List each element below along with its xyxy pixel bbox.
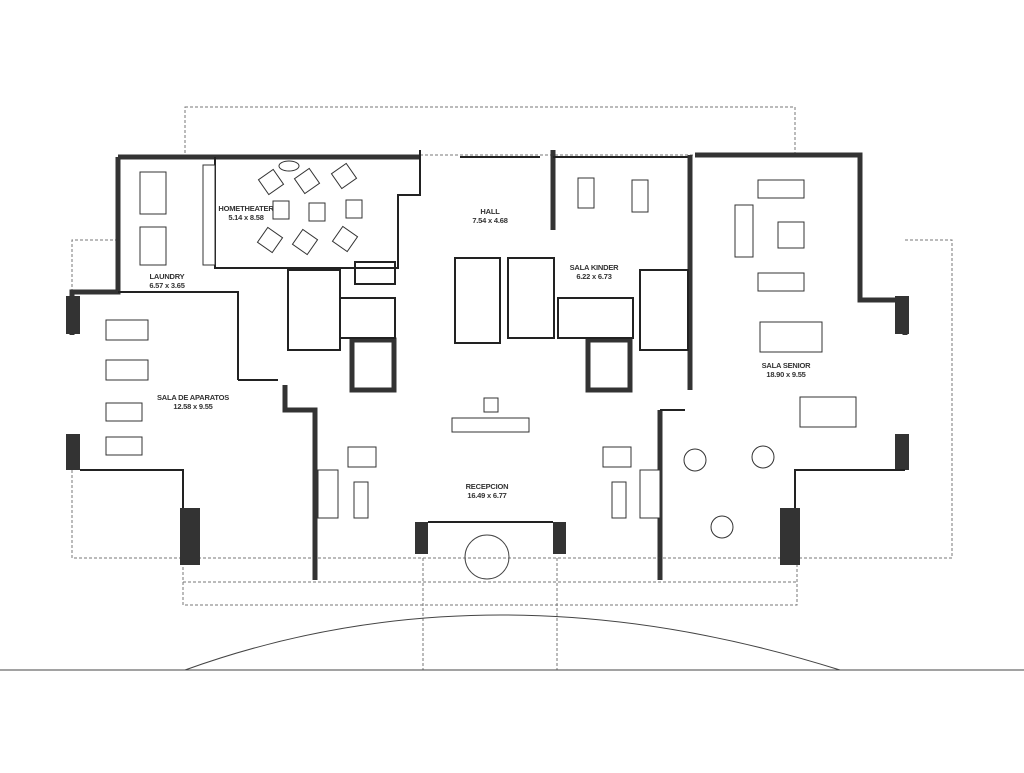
room-size-sala-senior: 18.90 x 9.55 [766, 370, 805, 379]
room-name-hall: HALL [480, 207, 500, 216]
room-size-laundry: 6.57 x 3.65 [149, 281, 184, 290]
walls [66, 150, 909, 580]
room-name-sala-kinder: SALA KINDER [570, 263, 620, 272]
room-size-recepcion: 16.49 x 6.77 [467, 491, 506, 500]
furniture [105, 160, 857, 539]
room-name-recepcion: RECEPCION [466, 482, 509, 491]
room-size-sala-kinder: 6.22 x 6.73 [576, 272, 611, 281]
room-name-laundry: LAUNDRY [150, 272, 185, 281]
room-size-sala-de-aparatos: 12.58 x 9.55 [173, 402, 212, 411]
room-size-hall: 7.54 x 4.68 [472, 216, 507, 225]
room-name-sala-de-aparatos: SALA DE APARATOS [157, 393, 229, 402]
room-name-sala-senior: SALA SENIOR [762, 361, 812, 370]
hometheater-seats [256, 160, 363, 256]
room-name-hometheater: HOMETHEATER [218, 204, 274, 213]
room-labels: LAUNDRY 6.57 x 3.65 HOMETHEATER 5.14 x 8… [149, 204, 811, 500]
terrace-outlines [0, 106, 1024, 671]
room-size-hometheater: 5.14 x 8.58 [228, 213, 263, 222]
